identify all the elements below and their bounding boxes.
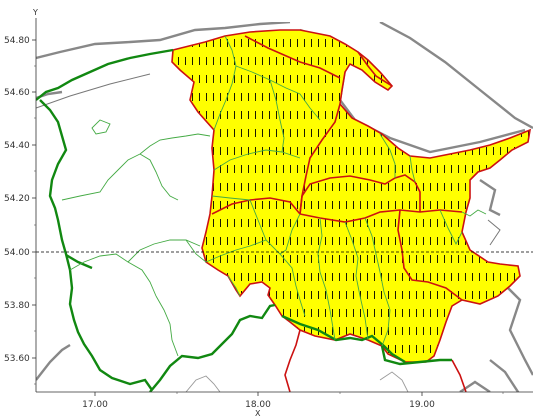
- internal-boundaries: [211, 35, 467, 392]
- y-tick-label: 54.20: [4, 194, 30, 204]
- y-tick-label: 54.40: [4, 141, 30, 151]
- y-tick-label: 53.60: [4, 354, 30, 364]
- x-axis-letter: X: [255, 409, 261, 417]
- y-tick-label: 53.80: [4, 301, 30, 311]
- y-tick-label: 54.60: [4, 88, 30, 98]
- y-axis-letter: Y: [32, 8, 38, 17]
- x-tick-labels: 17.00 18.00 19.00: [82, 400, 435, 410]
- axis-minor-ticks: [34, 65, 504, 394]
- x-tick-label: 19.00: [409, 400, 435, 410]
- y-tick-label: 54.80: [4, 36, 30, 46]
- x-tick-label: 17.00: [82, 400, 108, 410]
- highlighted-region[interactable]: [171, 29, 532, 363]
- axes: [32, 18, 533, 396]
- y-tick-labels: 54.80 54.60 54.40 54.20 54.00 53.80 53.6…: [4, 36, 30, 364]
- inner-boundaries: [61, 35, 487, 357]
- y-tick-label: 54.00: [4, 248, 30, 258]
- outer-boundary: [36, 48, 452, 392]
- bottom-district: [185, 371, 409, 392]
- x-tick-label: 18.00: [245, 400, 271, 410]
